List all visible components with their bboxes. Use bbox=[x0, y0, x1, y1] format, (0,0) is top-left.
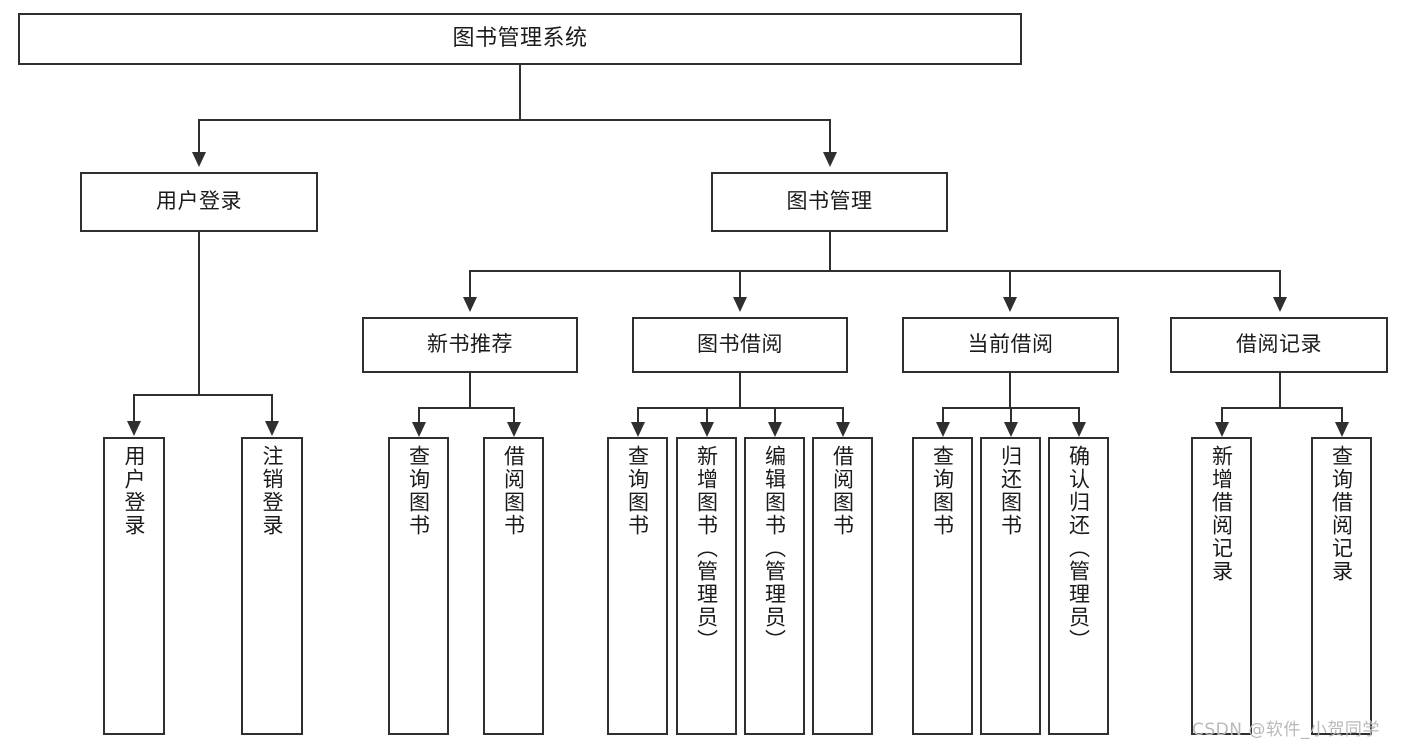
edge-to-leaf-rec-query bbox=[418, 407, 420, 423]
node-label: 图书管理系统 bbox=[452, 25, 588, 51]
arrow-to-borrow-record bbox=[1273, 297, 1287, 312]
edge-borrow-record-stem bbox=[1279, 373, 1281, 407]
edge-to-leaf-borrow-add bbox=[706, 407, 708, 423]
node-book-manage[interactable]: 图书管理 bbox=[711, 172, 948, 232]
arrow-to-current-borrow bbox=[1003, 297, 1017, 312]
edge-to-book-manage bbox=[829, 119, 831, 153]
node-leaf-rec-borrow[interactable]: 借阅图书 bbox=[483, 437, 544, 735]
edge-book-manage-stem bbox=[829, 232, 831, 270]
node-label: 图书管理 bbox=[786, 189, 873, 214]
edge-to-leaf-rec-borrow bbox=[513, 407, 515, 423]
edge-current-borrow-stem bbox=[1009, 373, 1011, 407]
arrow-to-book-manage bbox=[823, 152, 837, 167]
node-new-book-rec[interactable]: 新书推荐 bbox=[362, 317, 578, 373]
edge-root-stem bbox=[519, 65, 521, 119]
arrow-to-leaf-borrow-query bbox=[631, 422, 645, 437]
node-label: 新增图书（管理员） bbox=[694, 445, 719, 652]
arrow-to-new-book-rec bbox=[463, 297, 477, 312]
arrow-to-leaf-user-logout bbox=[265, 421, 279, 436]
edge-user-login-bus bbox=[133, 394, 272, 396]
node-label: 查询图书 bbox=[625, 445, 650, 537]
node-label: 归还图书 bbox=[998, 445, 1023, 537]
edge-to-new-book-rec bbox=[469, 270, 471, 298]
edge-new-book-rec-bus bbox=[418, 407, 513, 409]
node-current-borrow[interactable]: 当前借阅 bbox=[902, 317, 1119, 373]
node-label: 编辑图书（管理员） bbox=[762, 445, 787, 652]
node-label: 注销登录 bbox=[260, 445, 285, 537]
edge-to-user-login bbox=[198, 119, 200, 153]
node-borrow-record[interactable]: 借阅记录 bbox=[1170, 317, 1388, 373]
node-leaf-cur-query[interactable]: 查询图书 bbox=[912, 437, 973, 735]
node-label: 新书推荐 bbox=[427, 332, 513, 357]
edge-to-leaf-borrow-edit bbox=[774, 407, 776, 423]
node-label: 新增借阅记录 bbox=[1209, 445, 1234, 583]
edge-user-login-stem bbox=[198, 232, 200, 394]
edge-to-leaf-borrow-query bbox=[637, 407, 639, 423]
arrow-to-leaf-borrow-lend bbox=[836, 422, 850, 437]
node-label: 借阅记录 bbox=[1236, 332, 1322, 357]
arrow-to-leaf-borrow-add bbox=[700, 422, 714, 437]
node-leaf-cur-confirm[interactable]: 确认归还（管理员） bbox=[1048, 437, 1109, 735]
edge-to-leaf-cur-return bbox=[1010, 407, 1012, 423]
watermark-text: CSDN @软件_小贺同学 bbox=[1192, 720, 1380, 740]
edge-to-leaf-cur-confirm bbox=[1078, 407, 1080, 423]
node-user-login[interactable]: 用户登录 bbox=[80, 172, 318, 232]
arrow-to-leaf-borrow-edit bbox=[768, 422, 782, 437]
node-label: 查询图书 bbox=[406, 445, 431, 537]
edge-book-borrow-bus bbox=[637, 407, 844, 409]
arrow-to-leaf-rec-add bbox=[1215, 422, 1229, 437]
edge-borrow-record-bus bbox=[1221, 407, 1342, 409]
node-label: 当前借阅 bbox=[967, 332, 1054, 357]
node-leaf-user-login[interactable]: 用户登录 bbox=[103, 437, 165, 735]
edge-to-leaf-user-login bbox=[133, 394, 135, 422]
edge-to-borrow-record bbox=[1279, 270, 1281, 298]
edge-to-book-borrow bbox=[739, 270, 741, 298]
node-label: 查询借阅记录 bbox=[1329, 445, 1354, 583]
node-leaf-borrow-query[interactable]: 查询图书 bbox=[607, 437, 668, 735]
arrow-to-leaf-rec-search bbox=[1335, 422, 1349, 437]
node-label: 借阅图书 bbox=[830, 445, 855, 537]
node-label: 图书借阅 bbox=[697, 332, 783, 357]
edge-to-current-borrow bbox=[1009, 270, 1011, 298]
edge-level3-bus bbox=[469, 270, 1280, 272]
node-label: 确认归还（管理员） bbox=[1066, 445, 1091, 652]
node-leaf-rec-add[interactable]: 新增借阅记录 bbox=[1191, 437, 1252, 735]
node-leaf-borrow-add[interactable]: 新增图书（管理员） bbox=[676, 437, 737, 735]
arrow-to-leaf-user-login bbox=[127, 421, 141, 436]
node-label: 用户登录 bbox=[122, 445, 147, 537]
node-leaf-rec-search[interactable]: 查询借阅记录 bbox=[1311, 437, 1372, 735]
edge-level2-bus bbox=[198, 119, 831, 121]
node-label: 用户登录 bbox=[156, 189, 242, 214]
arrow-to-user-login bbox=[192, 152, 206, 167]
node-root-system[interactable]: 图书管理系统 bbox=[18, 13, 1022, 65]
node-label: 查询图书 bbox=[930, 445, 955, 537]
node-leaf-user-logout[interactable]: 注销登录 bbox=[241, 437, 303, 735]
node-leaf-borrow-edit[interactable]: 编辑图书（管理员） bbox=[744, 437, 805, 735]
arrow-to-leaf-rec-query bbox=[412, 422, 426, 437]
edge-to-leaf-borrow-lend bbox=[842, 407, 844, 423]
arrow-to-leaf-cur-return bbox=[1004, 422, 1018, 437]
node-book-borrow[interactable]: 图书借阅 bbox=[632, 317, 848, 373]
arrow-to-book-borrow bbox=[733, 297, 747, 312]
arrow-to-leaf-cur-query bbox=[936, 422, 950, 437]
edge-to-leaf-user-logout bbox=[271, 394, 273, 422]
edge-book-borrow-stem bbox=[739, 373, 741, 407]
arrow-to-leaf-rec-borrow bbox=[507, 422, 521, 437]
edge-to-leaf-rec-add bbox=[1221, 407, 1223, 423]
edge-to-leaf-rec-search bbox=[1341, 407, 1343, 423]
node-label: 借阅图书 bbox=[501, 445, 526, 537]
edge-new-book-rec-stem bbox=[469, 373, 471, 407]
node-leaf-rec-query[interactable]: 查询图书 bbox=[388, 437, 449, 735]
node-leaf-borrow-lend[interactable]: 借阅图书 bbox=[812, 437, 873, 735]
edge-to-leaf-cur-query bbox=[942, 407, 944, 423]
node-leaf-cur-return[interactable]: 归还图书 bbox=[980, 437, 1041, 735]
arrow-to-leaf-cur-confirm bbox=[1072, 422, 1086, 437]
